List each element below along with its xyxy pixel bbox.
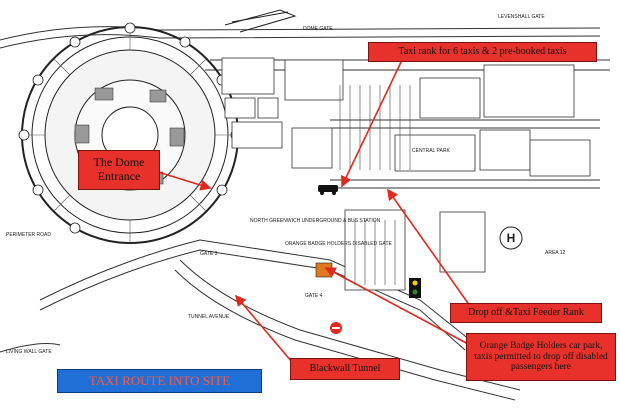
callout-orange-badge: Orange Badge Holders car park, taxis per… — [466, 333, 616, 381]
traffic-light-icon — [409, 278, 421, 298]
helipad-icon: H — [499, 226, 523, 250]
label-orange-badge-gate: ORANGE BADGE HOLDERS DISABLED GATE — [285, 241, 393, 247]
svg-text:H: H — [507, 231, 516, 245]
callout-arrows — [157, 59, 471, 363]
callout-drop-off: Drop off &Taxi Feeder Rank — [450, 303, 602, 323]
label-gate-4: GATE 4 — [305, 293, 323, 299]
callout-taxi-rank: Taxi rank for 6 taxis & 2 pre-booked tax… — [368, 42, 597, 62]
no-entry-sign-icon — [330, 322, 342, 334]
pier — [224, 9, 297, 33]
label-dome-gate: DOME GATE — [303, 26, 333, 32]
dome — [18, 22, 242, 244]
buildings — [221, 57, 591, 291]
label-tunnel-avenue: TUNNEL AVENUE — [188, 314, 230, 320]
label-levenshall-gate: LEVENSHALL GATE — [498, 14, 545, 20]
label-gate-3: GATE 3 — [200, 251, 218, 257]
taxi-route-banner: TAXI ROUTE INTO SITE — [57, 369, 262, 393]
label-living-wall-gate: LIVING WALL GATE — [6, 349, 52, 355]
parking-stripes — [339, 85, 411, 285]
map-labels: DOME GATE LEVENSHALL GATE PERIMETER ROAD… — [6, 14, 566, 355]
perimeter-roads — [0, 26, 610, 401]
label-n-greenwich-station: NORTH GREENWICH UNDERGROUND & BUS STATIO… — [250, 218, 381, 224]
callout-dome-entrance: The Dome Entrance — [78, 150, 160, 190]
label-perimeter-road: PERIMETER ROAD — [6, 232, 51, 238]
label-central-park: CENTRAL PARK — [412, 148, 450, 154]
label-area-12: AREA 12 — [545, 250, 566, 256]
taxi-car-icon — [318, 185, 338, 195]
callout-blackwall-tunnel: Blackwall Tunnel — [290, 358, 400, 380]
